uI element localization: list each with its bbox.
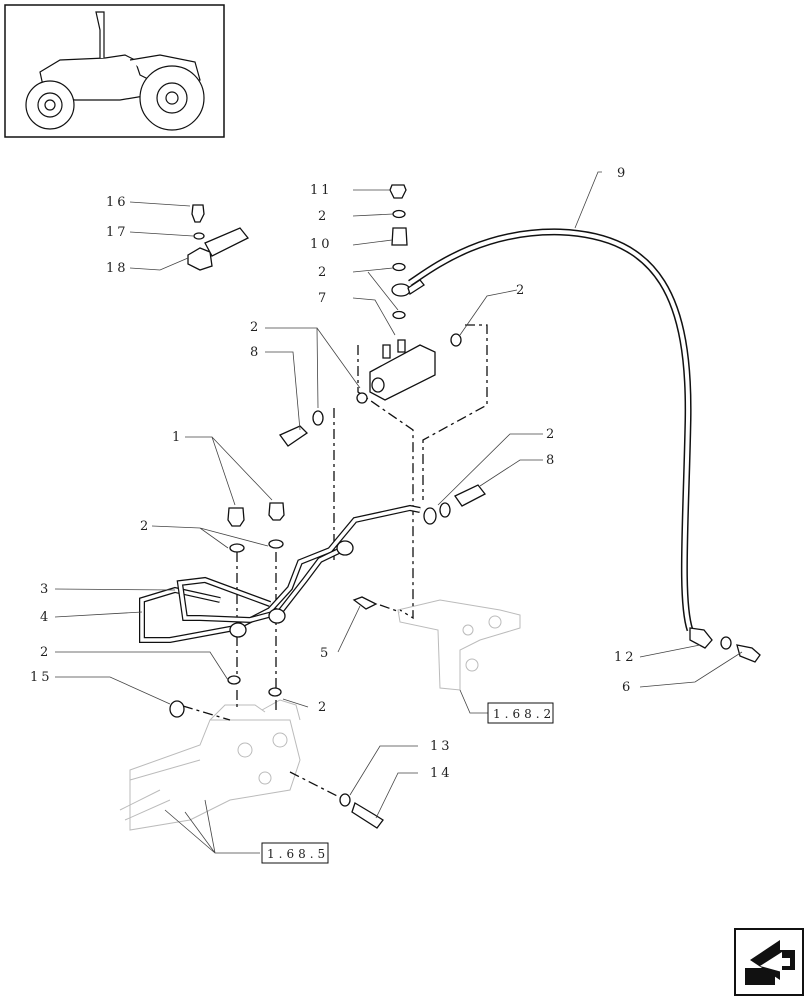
reference-label-1-68-2: 1.68.2 <box>493 707 555 721</box>
callout-2-c: 2 <box>516 283 527 298</box>
callout-2-b: 2 <box>318 265 329 280</box>
callout-14: 14 <box>430 766 453 781</box>
callout-18: 18 <box>106 261 129 276</box>
callout-13: 13 <box>430 739 453 754</box>
callout-11: 11 <box>310 183 333 198</box>
callout-3: 3 <box>40 582 51 597</box>
callout-2-h: 2 <box>318 700 329 715</box>
next-page-arrow-icon[interactable] <box>734 928 804 996</box>
ghost-valve-body <box>119 699 301 831</box>
callout-2-a: 2 <box>318 209 329 224</box>
callout-4: 4 <box>40 610 51 625</box>
hose <box>408 228 694 632</box>
callout-8-b: 8 <box>546 453 557 468</box>
callout-2-d: 2 <box>250 320 261 335</box>
callout-17: 17 <box>106 225 129 240</box>
reference-label-1-68-5: 1.68.5 <box>267 847 329 861</box>
callout-16: 16 <box>106 195 129 210</box>
callout-9: 9 <box>617 166 628 181</box>
tractor-thumbnail-icon <box>4 4 225 138</box>
assembly-lines <box>182 324 488 801</box>
reference-box-1-68-2[interactable]: 1.68.2 <box>487 702 555 724</box>
callout-15: 15 <box>30 670 53 685</box>
pipes <box>139 504 421 643</box>
reference-box-1-68-5[interactable]: 1.68.5 <box>261 842 329 864</box>
callout-6: 6 <box>622 680 633 695</box>
callout-10: 10 <box>310 237 333 252</box>
callout-5: 5 <box>320 646 331 661</box>
callout-8-a: 8 <box>250 345 261 360</box>
callout-labels: 11 2 10 2 7 9 2 2 8 16 17 18 1 2 2 8 3 4… <box>30 166 637 781</box>
leader-lines <box>54 171 743 854</box>
callout-7: 7 <box>318 291 329 306</box>
callout-2-f: 2 <box>546 427 557 442</box>
ghost-bracket <box>397 599 521 691</box>
callout-2-e: 2 <box>140 519 151 534</box>
callout-2-g: 2 <box>40 645 51 660</box>
small-parts <box>169 184 761 829</box>
callout-12: 12 <box>614 650 637 665</box>
callout-1: 1 <box>172 430 183 445</box>
